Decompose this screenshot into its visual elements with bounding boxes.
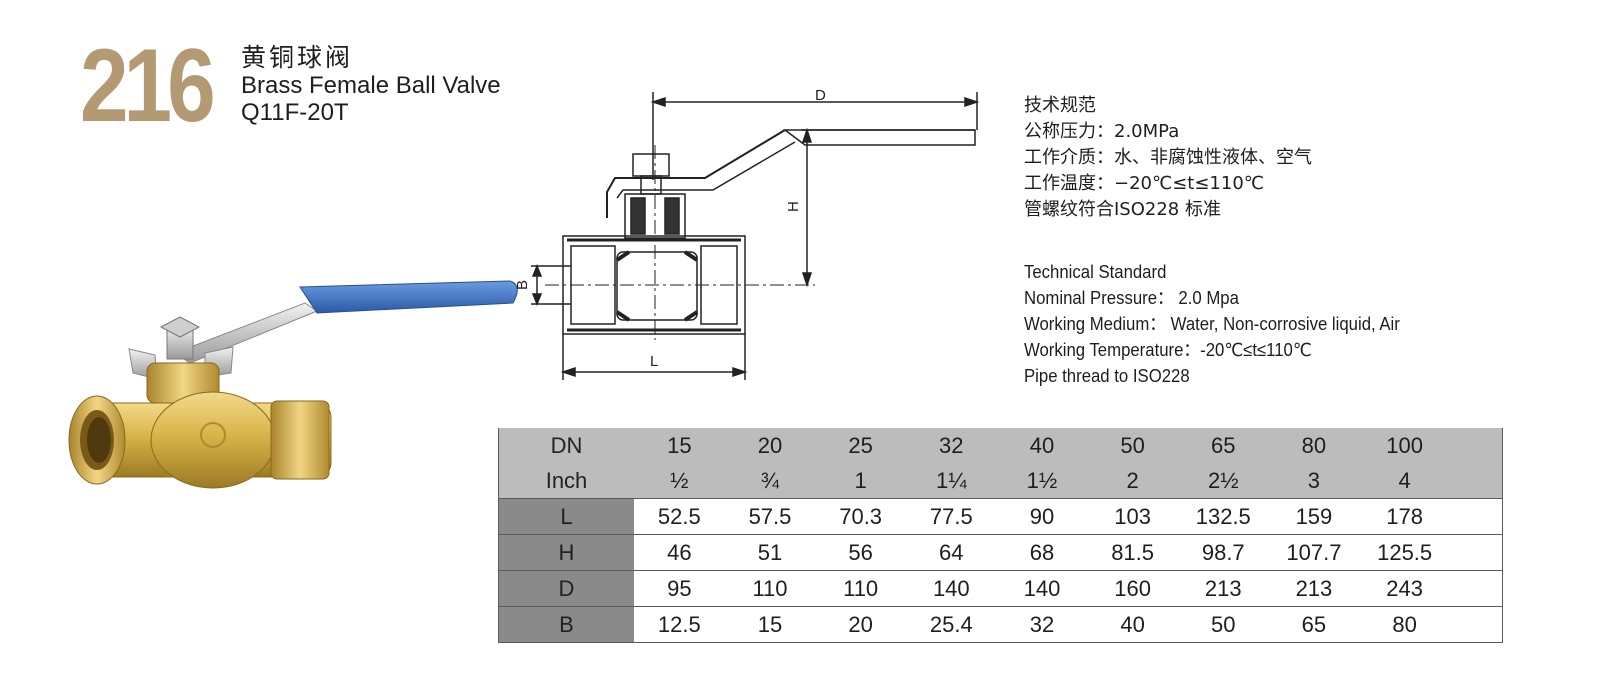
spec-cn-heading: 技术规范 [1024,95,1096,116]
dimension-drawing: D H B L [514,87,980,380]
table-pad-cell [1450,534,1503,571]
table-cell: 25.4 [905,606,997,643]
table-cell: 103 [1087,498,1178,535]
table-cell: 98.7 [1177,534,1269,571]
spec-en-pressure: Nominal Pressure： 2.0 Mpa [1024,288,1239,308]
dimension-h-label: H [785,201,802,212]
table-row-label: D [498,570,634,607]
table-pad-cell [1450,570,1503,607]
table-cell: 100 [1359,428,1450,463]
table-cell: 20 [724,428,816,463]
table-cell: 20 [815,606,906,643]
table-cell: 80 [1268,428,1360,463]
table-cell: 4 [1359,463,1450,499]
spec-cn-temperature: 工作温度：−20℃≤t≤110℃ [1024,173,1264,194]
dimension-l-label: L [650,353,658,370]
table-cell: 132.5 [1177,498,1269,535]
table-cell: 110 [724,570,816,607]
spec-en-heading: Technical Standard [1024,262,1167,282]
spec-english: Technical Standard Nominal Pressure： 2.0… [1024,259,1400,389]
table-cell: 140 [905,570,997,607]
table-cell: 15 [724,606,816,643]
table-cell: 80 [1359,606,1450,643]
model-number: 216 [80,28,216,144]
table-cell: 110 [815,570,906,607]
title-chinese: 黄铜球阀 [241,43,354,72]
table-cell: ½ [634,463,725,499]
table-row-label: DN [498,428,634,463]
ball-valve-photo [68,280,518,489]
table-cell: 12.5 [634,606,725,643]
table-cell: 65 [1268,606,1360,643]
title-english: Brass Female Ball Valve [241,72,501,99]
table-cell: 77.5 [905,498,997,535]
table-row-label: L [498,498,634,535]
spec-en-temperature: Working Temperature：-20℃≤t≤110℃ [1024,340,1312,360]
table-cell: 52.5 [634,498,725,535]
table-cell: 243 [1359,570,1450,607]
table-cell: 213 [1177,570,1269,607]
spec-en-thread: Pipe thread to ISO228 [1024,366,1190,386]
table-cell: 40 [1087,606,1178,643]
table-cell: 160 [1087,570,1178,607]
table-cell: 2 [1087,463,1178,499]
table-cell: 125.5 [1359,534,1450,571]
table-cell: 65 [1177,428,1269,463]
spec-en-medium: Working Medium： Water, Non-corrosive liq… [1024,314,1400,334]
table-cell: 15 [634,428,725,463]
table-cell: ¾ [724,463,816,499]
table-cell: 90 [996,498,1088,535]
dimension-b-label: B [514,280,531,290]
table-cell: 140 [996,570,1088,607]
table-cell: 81.5 [1087,534,1178,571]
table-cell: 32 [905,428,997,463]
table-cell: 51 [724,534,816,571]
spec-cn-pressure: 公称压力：2.0MPa [1024,121,1180,142]
table-row-label: Inch [498,463,634,499]
spec-cn-medium: 工作介质：水、非腐蚀性液体、空气 [1024,147,1312,168]
table-cell: 46 [634,534,725,571]
table-cell: 50 [1177,606,1269,643]
table-cell: 2½ [1177,463,1269,499]
table-cell: 213 [1268,570,1360,607]
table-pad-cell [1450,463,1503,499]
table-cell: 1½ [996,463,1088,499]
title-block: 黄铜球阀 Brass Female Ball Valve Q11F-20T [241,43,501,127]
table-row-label: H [498,534,634,571]
spec-chinese: 技术规范 公称压力：2.0MPa 工作介质：水、非腐蚀性液体、空气 工作温度：−… [1024,93,1312,223]
table-cell: 1 [815,463,906,499]
model-code: Q11F-20T [241,99,349,126]
dimension-d-label: D [815,87,826,104]
table-cell: 64 [905,534,997,571]
table-pad-cell [1450,606,1503,643]
table-cell: 95 [634,570,725,607]
table-cell: 68 [996,534,1088,571]
table-cell: 178 [1359,498,1450,535]
table-cell: 25 [815,428,906,463]
table-cell: 1¼ [905,463,997,499]
table-cell: 159 [1268,498,1360,535]
table-row-label: B [498,606,634,643]
table-cell: 50 [1087,428,1178,463]
table-cell: 107.7 [1268,534,1360,571]
table-cell: 32 [996,606,1088,643]
table-cell: 3 [1268,463,1360,499]
table-pad-cell [1450,428,1503,463]
table-cell: 56 [815,534,906,571]
table-cell: 70.3 [815,498,906,535]
table-cell: 57.5 [724,498,816,535]
spec-cn-thread: 管螺纹符合ISO228 标准 [1024,199,1221,220]
table-pad-cell [1450,498,1503,535]
table-cell: 40 [996,428,1088,463]
